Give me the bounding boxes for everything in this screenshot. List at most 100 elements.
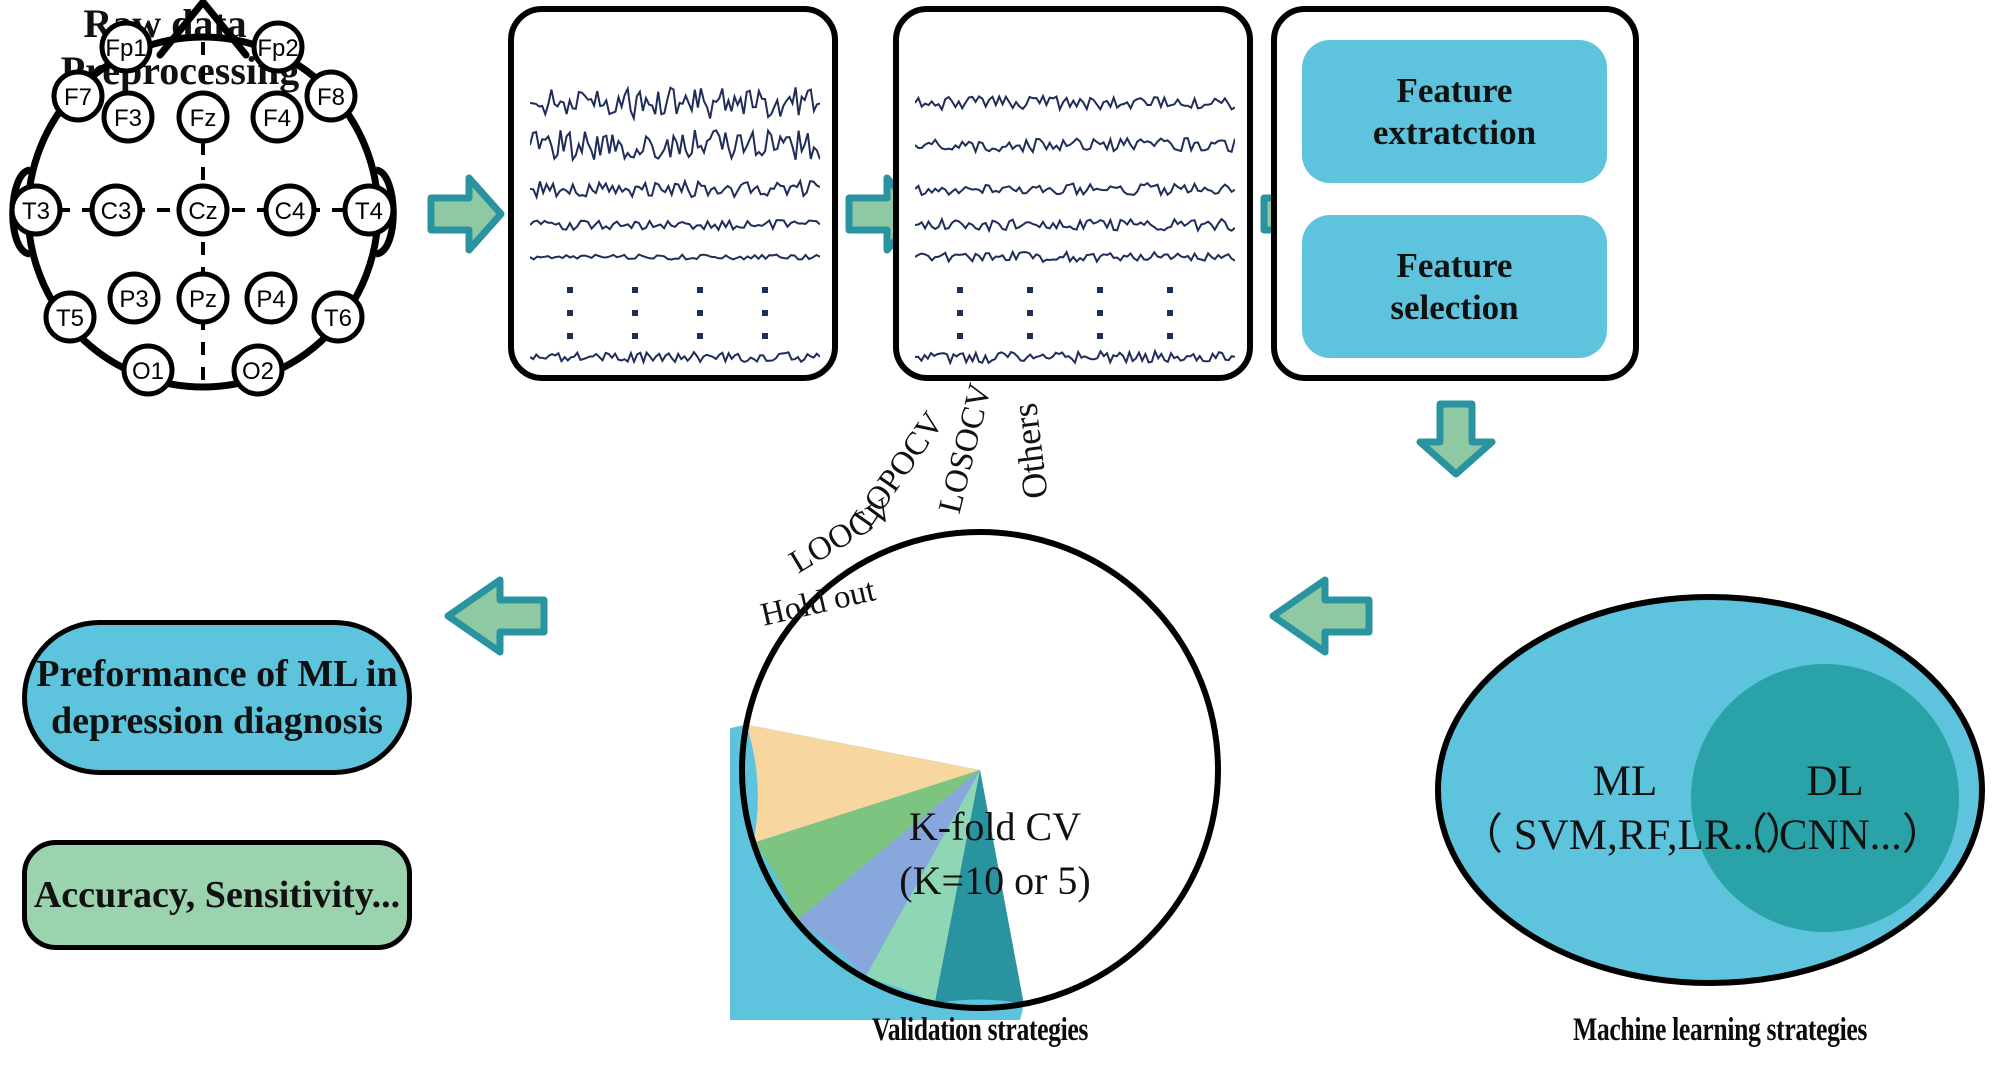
pie-label-kfold: K-fold CV (K=10 or 5) xyxy=(830,800,1160,908)
metrics-label: Accuracy, Sensitivity... xyxy=(33,873,401,916)
ellipsis-dot xyxy=(1027,310,1033,316)
pie-slice-hold_out[interactable] xyxy=(934,770,1024,1004)
nose-icon xyxy=(156,0,250,59)
ellipsis-dot xyxy=(1167,310,1173,316)
ellipsis-dot xyxy=(1097,310,1103,316)
ellipsis-dot xyxy=(1097,287,1103,293)
electrode-label-t5: T5 xyxy=(56,305,84,332)
electrode-label-f4: F4 xyxy=(263,105,291,132)
arrow-head-to-raw xyxy=(425,168,505,260)
electrode-label-c4: C4 xyxy=(275,198,306,225)
eeg-trace xyxy=(915,93,1235,113)
electrode-t5[interactable] xyxy=(43,290,97,344)
feature-extraction-box[interactable]: Feature extratction xyxy=(1302,40,1607,183)
electrode-label-cz: Cz xyxy=(188,198,217,225)
electrode-label-c3: C3 xyxy=(101,198,132,225)
metrics-capsule[interactable]: Accuracy, Sensitivity... xyxy=(22,840,412,950)
pie-label-losocv: LOSOCV xyxy=(932,379,999,517)
electrode-label-fp1: Fp1 xyxy=(105,35,146,62)
pie-slice-loocv[interactable] xyxy=(864,770,980,1004)
electrode-t6[interactable] xyxy=(311,290,365,344)
electrode-label-o1: O1 xyxy=(132,358,164,385)
eeg-trace xyxy=(530,218,820,232)
ellipsis-dot xyxy=(762,333,768,339)
eeg-trace xyxy=(915,249,1235,264)
electrode-f4[interactable] xyxy=(250,90,304,144)
raw-data-traces xyxy=(530,85,820,365)
eeg-trace xyxy=(530,350,820,365)
electrode-fp1[interactable] xyxy=(99,20,153,74)
ellipsis-dot xyxy=(567,310,573,316)
dl-label-line1: DL xyxy=(1806,758,1864,805)
electrode-fp2[interactable] xyxy=(251,20,305,74)
electrode-o1[interactable] xyxy=(121,343,175,397)
electrode-t3[interactable] xyxy=(9,183,63,237)
ml-label-line2: （ SVM,RF,LR...） xyxy=(1460,811,1808,859)
electrode-label-t6: T6 xyxy=(324,305,352,332)
electrode-label-p3: P3 xyxy=(119,286,148,313)
pie-slice-lopocv[interactable] xyxy=(796,770,980,979)
electrode-label-t4: T4 xyxy=(355,198,383,225)
ellipsis-dot xyxy=(1167,287,1173,293)
caption-machine-learning: Machine learning strategies xyxy=(1572,1012,1868,1048)
ellipsis-dot xyxy=(957,287,963,293)
eeg-trace xyxy=(915,135,1235,155)
ellipsis-dot xyxy=(632,287,638,293)
ellipsis-dot xyxy=(697,310,703,316)
ellipsis-dot xyxy=(957,310,963,316)
electrode-label-f7: F7 xyxy=(64,84,92,111)
electrode-label-p4: P4 xyxy=(256,286,285,313)
ellipsis-dot xyxy=(567,287,573,293)
electrode-p3[interactable] xyxy=(107,271,161,325)
feature-selection-line2: selection xyxy=(1390,287,1519,327)
eeg-trace xyxy=(530,85,820,123)
feature-extraction-line1: Feature xyxy=(1396,71,1513,111)
kfold-line1: K-fold CV xyxy=(908,804,1082,849)
dl-label-line2: （ CNN...） xyxy=(1725,811,1945,859)
arrow-features-to-ml xyxy=(1410,398,1502,480)
electrode-label-t3: T3 xyxy=(22,198,50,225)
electrode-t4[interactable] xyxy=(342,183,396,237)
pie-label-lopocv: LOPOCV xyxy=(845,405,952,535)
eeg-trace xyxy=(915,181,1235,198)
eeg-trace xyxy=(530,128,820,163)
pie-slice-others[interactable] xyxy=(746,724,980,843)
electrode-p4[interactable] xyxy=(244,271,298,325)
ellipsis-dot xyxy=(697,333,703,339)
performance-line2: depression diagnosis xyxy=(51,699,383,742)
electrode-label-f8: F8 xyxy=(317,84,345,111)
performance-capsule[interactable]: Preformance of ML in depression diagnosi… xyxy=(22,620,412,775)
arrow-ml-to-validation xyxy=(1265,570,1375,662)
ellipsis-dot xyxy=(567,333,573,339)
electrode-label-pz: Pz xyxy=(189,286,217,313)
eeg-trace xyxy=(530,178,820,201)
pie-slice-losocv[interactable] xyxy=(753,770,980,922)
electrode-pz[interactable] xyxy=(176,271,230,325)
electrode-f8[interactable] xyxy=(304,69,358,123)
ml-label-line1: ML xyxy=(1592,758,1658,805)
feature-selection-box[interactable]: Feature selection xyxy=(1302,215,1607,358)
electrode-f3[interactable] xyxy=(101,90,155,144)
ellipsis-dot xyxy=(632,310,638,316)
electrode-fz[interactable] xyxy=(176,90,230,144)
electrode-f7[interactable] xyxy=(51,69,105,123)
ellipsis-dot xyxy=(1097,333,1103,339)
eeg-trace xyxy=(915,216,1235,234)
performance-line1: Preformance of ML in xyxy=(36,653,398,696)
dl-circle xyxy=(1691,664,1959,932)
feature-selection-line1: Feature xyxy=(1396,246,1513,286)
electrode-cz[interactable] xyxy=(176,183,230,237)
kfold-line2: (K=10 or 5) xyxy=(899,858,1091,903)
ml-label: ML （ SVM,RF,LR...） xyxy=(1460,755,1808,863)
electrode-o2[interactable] xyxy=(231,343,285,397)
electrode-label-fp2: Fp2 xyxy=(257,35,298,62)
electrode-label-fz: Fz xyxy=(190,105,217,132)
validation-pie-chart xyxy=(730,520,1230,1020)
arrow-validation-to-results xyxy=(440,570,550,662)
electrode-c3[interactable] xyxy=(89,183,143,237)
ellipsis-dot xyxy=(957,333,963,339)
electrode-c4[interactable] xyxy=(263,183,317,237)
